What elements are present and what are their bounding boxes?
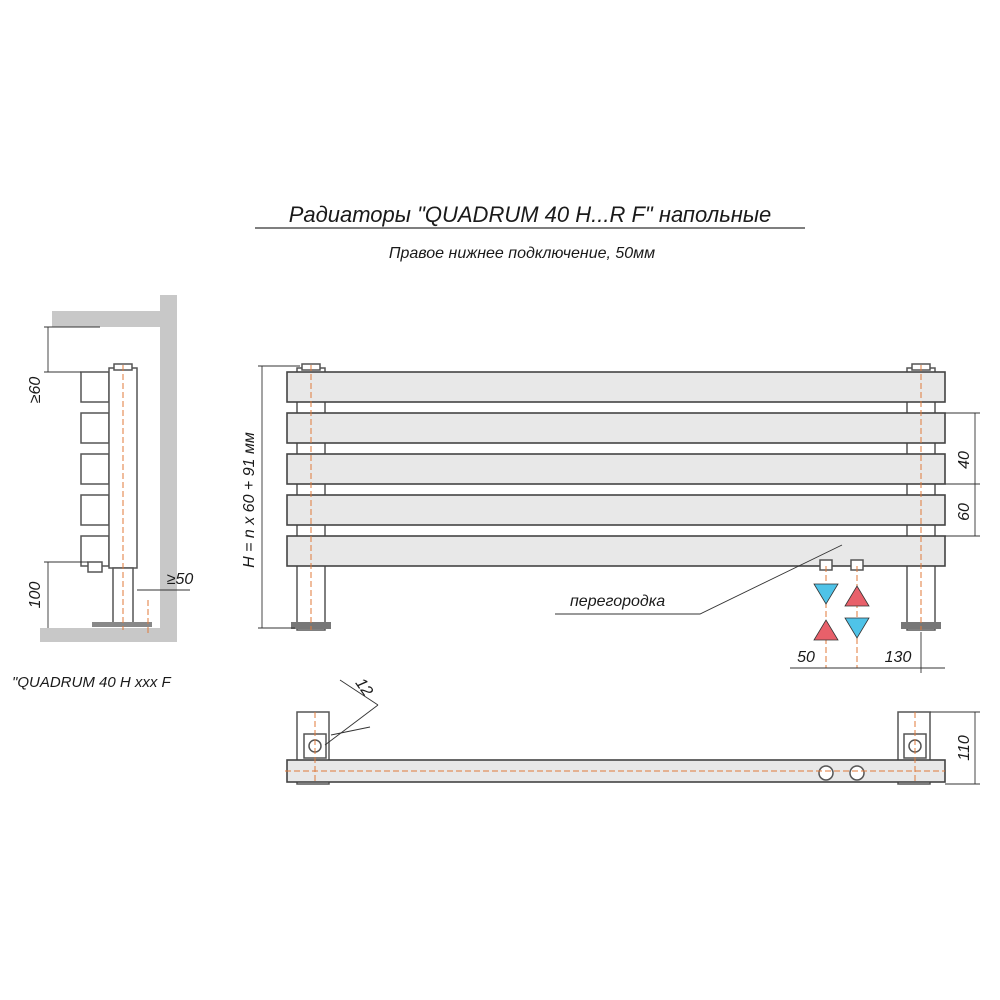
top-view: 12 110 — [285, 675, 980, 785]
side-foot — [92, 622, 152, 627]
floor — [40, 628, 177, 642]
dim-depth-value: 110 — [956, 735, 973, 761]
dim-top-value: ≥60 — [27, 377, 44, 404]
return-arrow-icon — [844, 617, 870, 639]
dim-pipe-value: 12 — [352, 675, 376, 699]
model-label: "QUADRUM 40 H xxx F — [12, 674, 172, 691]
dim-gap-value: 40 — [956, 451, 973, 469]
dim-offset-value: 130 — [885, 649, 912, 666]
supply-arrow-icon — [844, 585, 870, 607]
return-arrow-icon — [813, 583, 839, 605]
partition-label: перегородка — [570, 593, 665, 610]
radiator-bar — [286, 412, 946, 444]
side-fin — [80, 371, 110, 403]
drawing-title: Радиаторы "QUADRUM 40 H...R F" напольные — [289, 202, 772, 227]
side-wall — [160, 295, 177, 640]
supply-port — [849, 765, 865, 781]
radiator-bar — [286, 371, 946, 403]
side-view: ≥60 100 ≥50 "QUADRUM 40 H xxx F — [12, 295, 193, 691]
side-valve — [87, 561, 103, 573]
height-formula: H = n x 60 + 91 мм — [241, 432, 258, 568]
dim-pipe-line — [324, 704, 379, 746]
radiator-bar — [286, 453, 946, 485]
right-foot — [901, 622, 941, 629]
front-view: H = n x 60 + 91 мм 40 60 перегородка 50 … — [241, 363, 980, 673]
left-foot — [291, 622, 331, 629]
radiator-bar — [286, 494, 946, 526]
radiator-bar — [286, 535, 946, 567]
dim-wall-value: ≥50 — [167, 571, 194, 588]
dim-connection-value: 50 — [797, 649, 815, 666]
side-fin — [80, 494, 110, 526]
drawing-subtitle: Правое нижнее подключение, 50мм — [389, 245, 655, 262]
dim-pipe-line — [330, 726, 371, 736]
side-fin — [80, 453, 110, 485]
supply-arrow-icon — [813, 619, 839, 641]
dim-bottom-value: 100 — [27, 582, 44, 609]
ceiling-shelf — [52, 311, 162, 327]
partition-leader — [555, 544, 843, 615]
return-port — [818, 765, 834, 781]
side-fin — [80, 412, 110, 444]
dim-pitch-value: 60 — [956, 503, 973, 521]
dim-pipe-line — [339, 679, 379, 706]
